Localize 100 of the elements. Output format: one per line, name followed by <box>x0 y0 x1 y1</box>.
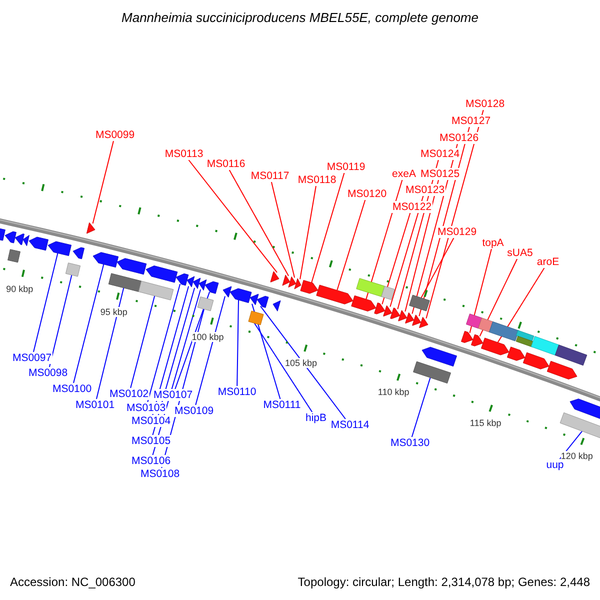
gene-label: MS0105 <box>130 435 172 447</box>
gene-block <box>516 336 534 348</box>
gene-feature <box>288 276 296 288</box>
gene-label: MS0122 <box>391 201 433 213</box>
gene-block <box>516 330 534 342</box>
gene-feature <box>412 314 422 326</box>
leader-line <box>420 238 454 298</box>
gene-feature <box>272 300 281 312</box>
gene-label: topA <box>481 237 505 249</box>
gene-feature <box>522 352 550 370</box>
gene-feature <box>222 286 232 298</box>
gene-feature <box>198 279 207 291</box>
gene-block <box>138 280 174 300</box>
leader-line <box>188 160 278 273</box>
gene-feature <box>282 274 290 286</box>
leader-line <box>174 291 210 390</box>
gene-label: uup <box>545 459 565 471</box>
gene-feature <box>256 296 269 308</box>
gene-feature <box>186 276 195 288</box>
gene-label: MS0130 <box>389 437 431 449</box>
leader-line <box>260 306 346 420</box>
gene-feature <box>204 281 219 294</box>
gene-feature <box>192 278 201 289</box>
leader-line <box>130 295 156 388</box>
gene-feature <box>14 234 24 246</box>
gene-label: hipB <box>304 412 328 424</box>
gene-block <box>381 286 395 300</box>
gene-feature <box>0 228 6 241</box>
gene-label: MS0118 <box>296 174 338 186</box>
gene-block <box>560 412 600 440</box>
gene-feature <box>546 360 578 380</box>
gene-label: MS0104 <box>130 415 172 427</box>
gene-block <box>356 278 385 297</box>
gene-label: MS0100 <box>51 383 93 395</box>
gene-label: MS0111 <box>262 399 302 411</box>
leader-line <box>147 283 181 402</box>
gene-block <box>409 294 430 312</box>
leader-line <box>252 303 281 400</box>
gene-label: MS0128 <box>464 98 506 110</box>
gene-block <box>488 321 520 342</box>
gene-label: MS0117 <box>250 170 290 182</box>
footer-text: Topology: circular; Length: 2,314,078 bp; Genes: 2,448 <box>298 575 590 589</box>
gene-feature <box>374 302 386 314</box>
leader-line <box>390 196 424 308</box>
gene-label: MS0127 <box>450 115 492 127</box>
gene-block <box>197 296 214 312</box>
title: Mannheimia succiniciproducens MBEL55E, complete genome <box>120 10 480 26</box>
leader-line <box>96 287 124 400</box>
gene-feature <box>92 252 119 268</box>
leader-line <box>228 170 290 276</box>
gene-feature <box>506 346 526 361</box>
gene-label: MS0103 <box>125 402 167 414</box>
leader-line <box>382 212 411 305</box>
gene-label: MS0101 <box>74 399 116 411</box>
gene-label: aroE <box>536 256 560 268</box>
gene-label: MS0098 <box>27 367 69 379</box>
scale-label: 120 kbp <box>560 451 593 462</box>
leader-line <box>32 252 58 352</box>
gene-block <box>8 249 20 263</box>
scale-label: 105 kbp <box>284 358 317 368</box>
gene-feature <box>86 222 96 234</box>
scale-label: 115 kbp <box>470 418 502 428</box>
scale-label: 90 kbp <box>6 284 34 294</box>
leader-line <box>300 186 316 280</box>
gene-feature <box>383 305 392 316</box>
gene-feature <box>116 258 147 275</box>
gene-label: MS0129 <box>436 226 478 238</box>
gene-feature <box>422 346 457 367</box>
gene-label: exeA <box>391 168 417 180</box>
gene-label: MS0102 <box>108 388 150 400</box>
gene-label: MS0126 <box>438 132 480 144</box>
leader-line <box>336 200 366 291</box>
gene-label: MS0116 <box>206 158 246 170</box>
leader-line <box>311 172 345 284</box>
gene-block <box>65 262 81 277</box>
gene-feature <box>398 310 408 322</box>
gene-feature <box>461 330 474 343</box>
leader-line <box>254 322 313 412</box>
gene-block <box>108 273 142 292</box>
footer-text: Accession: NC_006300 <box>10 575 136 589</box>
gene-label: MS0123 <box>404 184 446 196</box>
gene-label: sUA5 <box>506 247 534 259</box>
leader-line <box>48 274 72 368</box>
gene-feature <box>419 316 428 328</box>
gene-label: MS0114 <box>330 419 370 431</box>
leader-line <box>469 248 492 334</box>
gene-block <box>248 310 264 326</box>
gene-feature <box>72 247 85 260</box>
gene-label: MS0106 <box>130 455 172 467</box>
gene-feature <box>470 334 484 346</box>
gene-label: MS0113 <box>164 148 204 160</box>
gene-block <box>413 361 451 384</box>
leader-line <box>497 268 545 343</box>
leader-line <box>195 296 226 406</box>
leader-line <box>92 140 114 224</box>
leader-line <box>73 264 104 384</box>
gene-label: MS0099 <box>94 129 136 141</box>
gene-label: MS0110 <box>216 386 258 398</box>
gene-feature <box>390 308 400 320</box>
gene-feature <box>270 271 280 282</box>
